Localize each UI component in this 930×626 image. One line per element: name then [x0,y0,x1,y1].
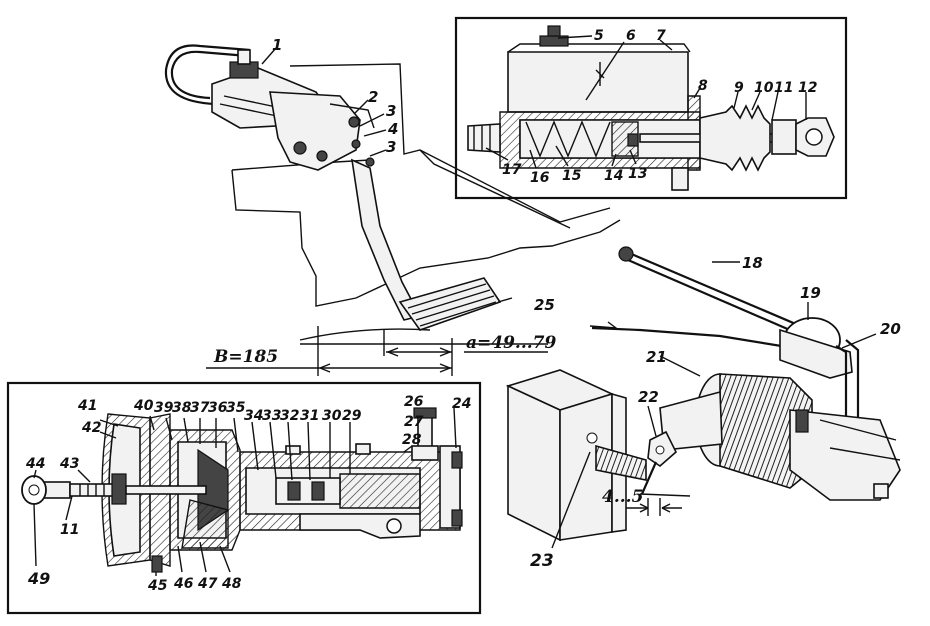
spring-bracket [505,369,647,549]
label-20: 20 [880,320,901,338]
label-10: 10 [754,80,774,96]
label-31: 31 [300,408,319,424]
dimension-b: B=185 [213,347,278,367]
dimension-labels: B=185 a=49...79 4...5 [213,333,643,507]
label-47: 47 [197,576,218,592]
label-35: 35 [226,400,246,416]
label-49: 49 [27,569,50,588]
label-15: 15 [562,168,582,184]
label-9: 9 [734,80,744,96]
label-38: 38 [172,400,192,416]
label-40: 40 [133,398,154,414]
label-32: 32 [280,408,299,424]
dimension-gap: 4...5 [602,487,643,507]
label-33: 33 [262,408,281,424]
label-43: 43 [59,456,79,472]
label-24: 24 [452,396,471,412]
label-1: 1 [272,36,282,54]
label-23: 23 [530,551,554,571]
label-44: 44 [25,456,45,472]
label-11-servo: 11 [60,522,79,538]
label-48: 48 [221,576,242,592]
label-39: 39 [154,400,174,416]
label-19: 19 [800,284,821,302]
label-6: 6 [626,28,636,44]
label-25: 25 [534,296,555,314]
label-17: 17 [502,162,522,178]
label-14: 14 [604,168,623,184]
label-30: 30 [322,408,342,424]
label-3-lower: 3 [386,138,396,156]
label-29: 29 [342,408,362,424]
label-22: 22 [638,388,659,406]
label-27: 27 [404,414,424,430]
label-21: 21 [646,348,667,366]
label-26: 26 [404,394,424,410]
label-7: 7 [656,28,666,44]
dimension-lines [206,326,548,376]
label-4: 4 [387,120,398,138]
label-18: 18 [742,254,763,272]
pedal-assembly [164,44,621,331]
label-46: 46 [173,576,194,592]
label-5: 5 [594,28,604,44]
dimension-a: a=49...79 [466,333,557,353]
label-34: 34 [244,408,263,424]
label-36: 36 [208,400,228,416]
label-13: 13 [628,166,647,182]
label-12: 12 [798,80,817,96]
label-11: 11 [774,80,793,96]
label-37: 37 [190,400,210,416]
label-28: 28 [402,432,422,448]
part-labels: 1 2 3 4 3 5 6 7 8 9 10 11 12 13 14 15 16… [25,28,901,594]
label-41: 41 [77,398,97,414]
label-16: 16 [530,170,550,186]
label-2: 2 [368,88,378,106]
master-cylinder-inset [454,16,848,200]
servo-inset [6,381,482,615]
label-42: 42 [81,420,101,436]
label-3-upper: 3 [386,102,396,120]
label-8: 8 [698,78,708,94]
slave-cylinder-assembly [589,246,901,516]
label-45: 45 [147,578,168,594]
